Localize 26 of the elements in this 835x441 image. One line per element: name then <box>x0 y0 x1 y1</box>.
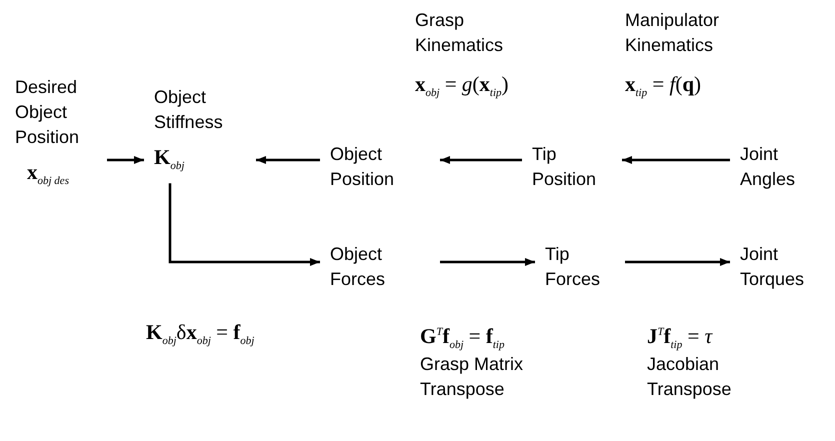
node-label: Desired Object Position <box>15 76 80 149</box>
arrow <box>440 156 522 164</box>
node-label: Object Position <box>330 143 396 191</box>
arrow <box>622 156 730 164</box>
arrow <box>168 183 320 266</box>
arrow <box>256 156 320 164</box>
formula: K$_{obj}$ <box>154 145 186 174</box>
formula: x$_{tip}$ = f(q) <box>625 72 702 102</box>
node-label: Object Forces <box>330 243 386 291</box>
node-label: Joint Angles <box>740 143 796 191</box>
node-label: Object Stiffness <box>154 86 224 134</box>
annotation-text: Grasp Matrix Transpose <box>420 353 524 401</box>
formula: x$_{obj des}$ <box>26 160 70 190</box>
annotation-text: Manipulator Kinematics <box>625 9 720 57</box>
node-label: Tip Position <box>532 143 598 191</box>
annotation-text: Jacobian Transpose <box>647 353 732 401</box>
formula: x$_{obj}$ = g(x$_{tip}$) <box>415 72 510 102</box>
node-label: Tip Forces <box>545 243 602 291</box>
node-label: Joint Torques <box>740 243 806 291</box>
formula: J$^{T}$f$_{tip}$ = τ <box>647 323 714 354</box>
arrow <box>107 156 144 164</box>
arrow <box>440 258 535 266</box>
formula: K$_{obj}$δx$_{obj}$ = f$_{obj}$ <box>146 320 256 350</box>
formula: G$^{T}$f$_{obj}$ = f$_{tip}$ <box>420 323 506 354</box>
arrow <box>625 258 730 266</box>
annotation-text: Grasp Kinematics <box>415 9 504 57</box>
